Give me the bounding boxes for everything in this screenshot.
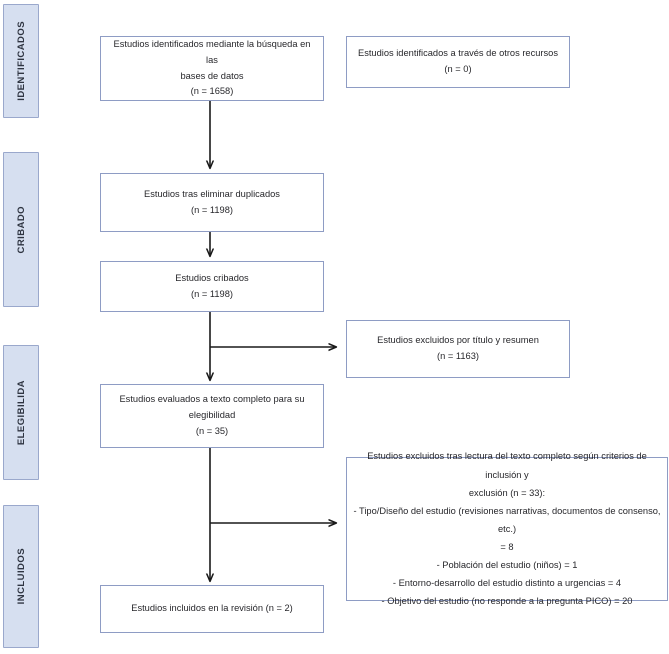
stage-label-elegibilidad: ELEGIBILIDA: [3, 345, 39, 480]
box-screened-count: (n = 1198): [191, 288, 233, 299]
box-excluded-title-abstract-count: (n = 1163): [437, 351, 479, 361]
box-identified-databases: Estudios identificados mediante la búsqu…: [100, 36, 324, 101]
box-excluded-fulltext: Estudios excluidos tras lectura del text…: [346, 451, 668, 606]
box-after-duplicates-line-1: Estudios tras eliminar duplicados: [144, 188, 280, 199]
box-screened: Estudios cribados (n = 1198): [100, 261, 324, 312]
box-included-line-1: Estudios incluidos en la revisión (n = 2…: [131, 603, 293, 613]
box-excluded-title-abstract-line-1: Estudios excluidos por título y resumen: [377, 335, 539, 346]
box-excluded-fulltext-reason-1-value: = 8: [500, 542, 514, 553]
box-identified-databases-line-1: Estudios identificados mediante la búsqu…: [113, 38, 314, 65]
box-identified-databases-line-2: bases de datos: [180, 70, 244, 81]
stage-label-elegibilidad-text: ELEGIBILIDA: [15, 379, 27, 446]
box-fulltext-assessed-line-2: elegibilidad: [188, 410, 236, 420]
box-fulltext-assessed: Estudios evaluados a texto completo para…: [100, 384, 324, 448]
box-included: Estudios incluidos en la revisión (n = 2…: [100, 585, 324, 633]
stage-label-identificados: IDENTIFICADOS: [3, 4, 39, 118]
stage-label-cribado-text: CRIBADO: [15, 205, 27, 254]
box-fulltext-assessed-count: (n = 35): [195, 425, 229, 436]
box-identified-other-sources-count: (n = 0): [444, 64, 472, 74]
box-after-duplicates: Estudios tras eliminar duplicados (n = 1…: [100, 173, 324, 232]
box-excluded-fulltext-reason-1: - Tipo/Diseño del estudio (revisiones na…: [353, 505, 664, 534]
box-excluded-fulltext-line-1: Estudios excluidos tras lectura del text…: [367, 451, 650, 480]
stage-label-identificados-text: IDENTIFICADOS: [15, 21, 27, 101]
box-excluded-title-abstract: Estudios excluidos por título y resumen …: [346, 320, 570, 378]
box-after-duplicates-count: (n = 1198): [191, 204, 233, 215]
box-excluded-fulltext-reason-4: - Objetivo del estudio (no responde a la…: [381, 596, 633, 607]
box-identified-other-sources-line-1: Estudios identificados a través de otros…: [358, 48, 558, 59]
stage-label-cribado: CRIBADO: [3, 152, 39, 307]
stage-label-incluidos-text: INCLUIDOS: [15, 548, 27, 605]
box-fulltext-assessed-line-1: Estudios evaluados a texto completo para…: [119, 394, 305, 405]
box-identified-databases-count: (n = 1658): [190, 86, 234, 97]
box-screened-line-1: Estudios cribados: [175, 272, 249, 283]
box-excluded-fulltext-reason-3: - Entorno-desarrollo del estudio distint…: [392, 578, 622, 589]
stage-label-incluidos: INCLUIDOS: [3, 505, 39, 648]
box-excluded-fulltext-line-2: exclusión (n = 33):: [468, 487, 546, 498]
box-excluded-fulltext-reason-2: - Población del estudio (niños) = 1: [436, 560, 578, 571]
box-identified-other-sources: Estudios identificados a través de otros…: [346, 36, 570, 88]
